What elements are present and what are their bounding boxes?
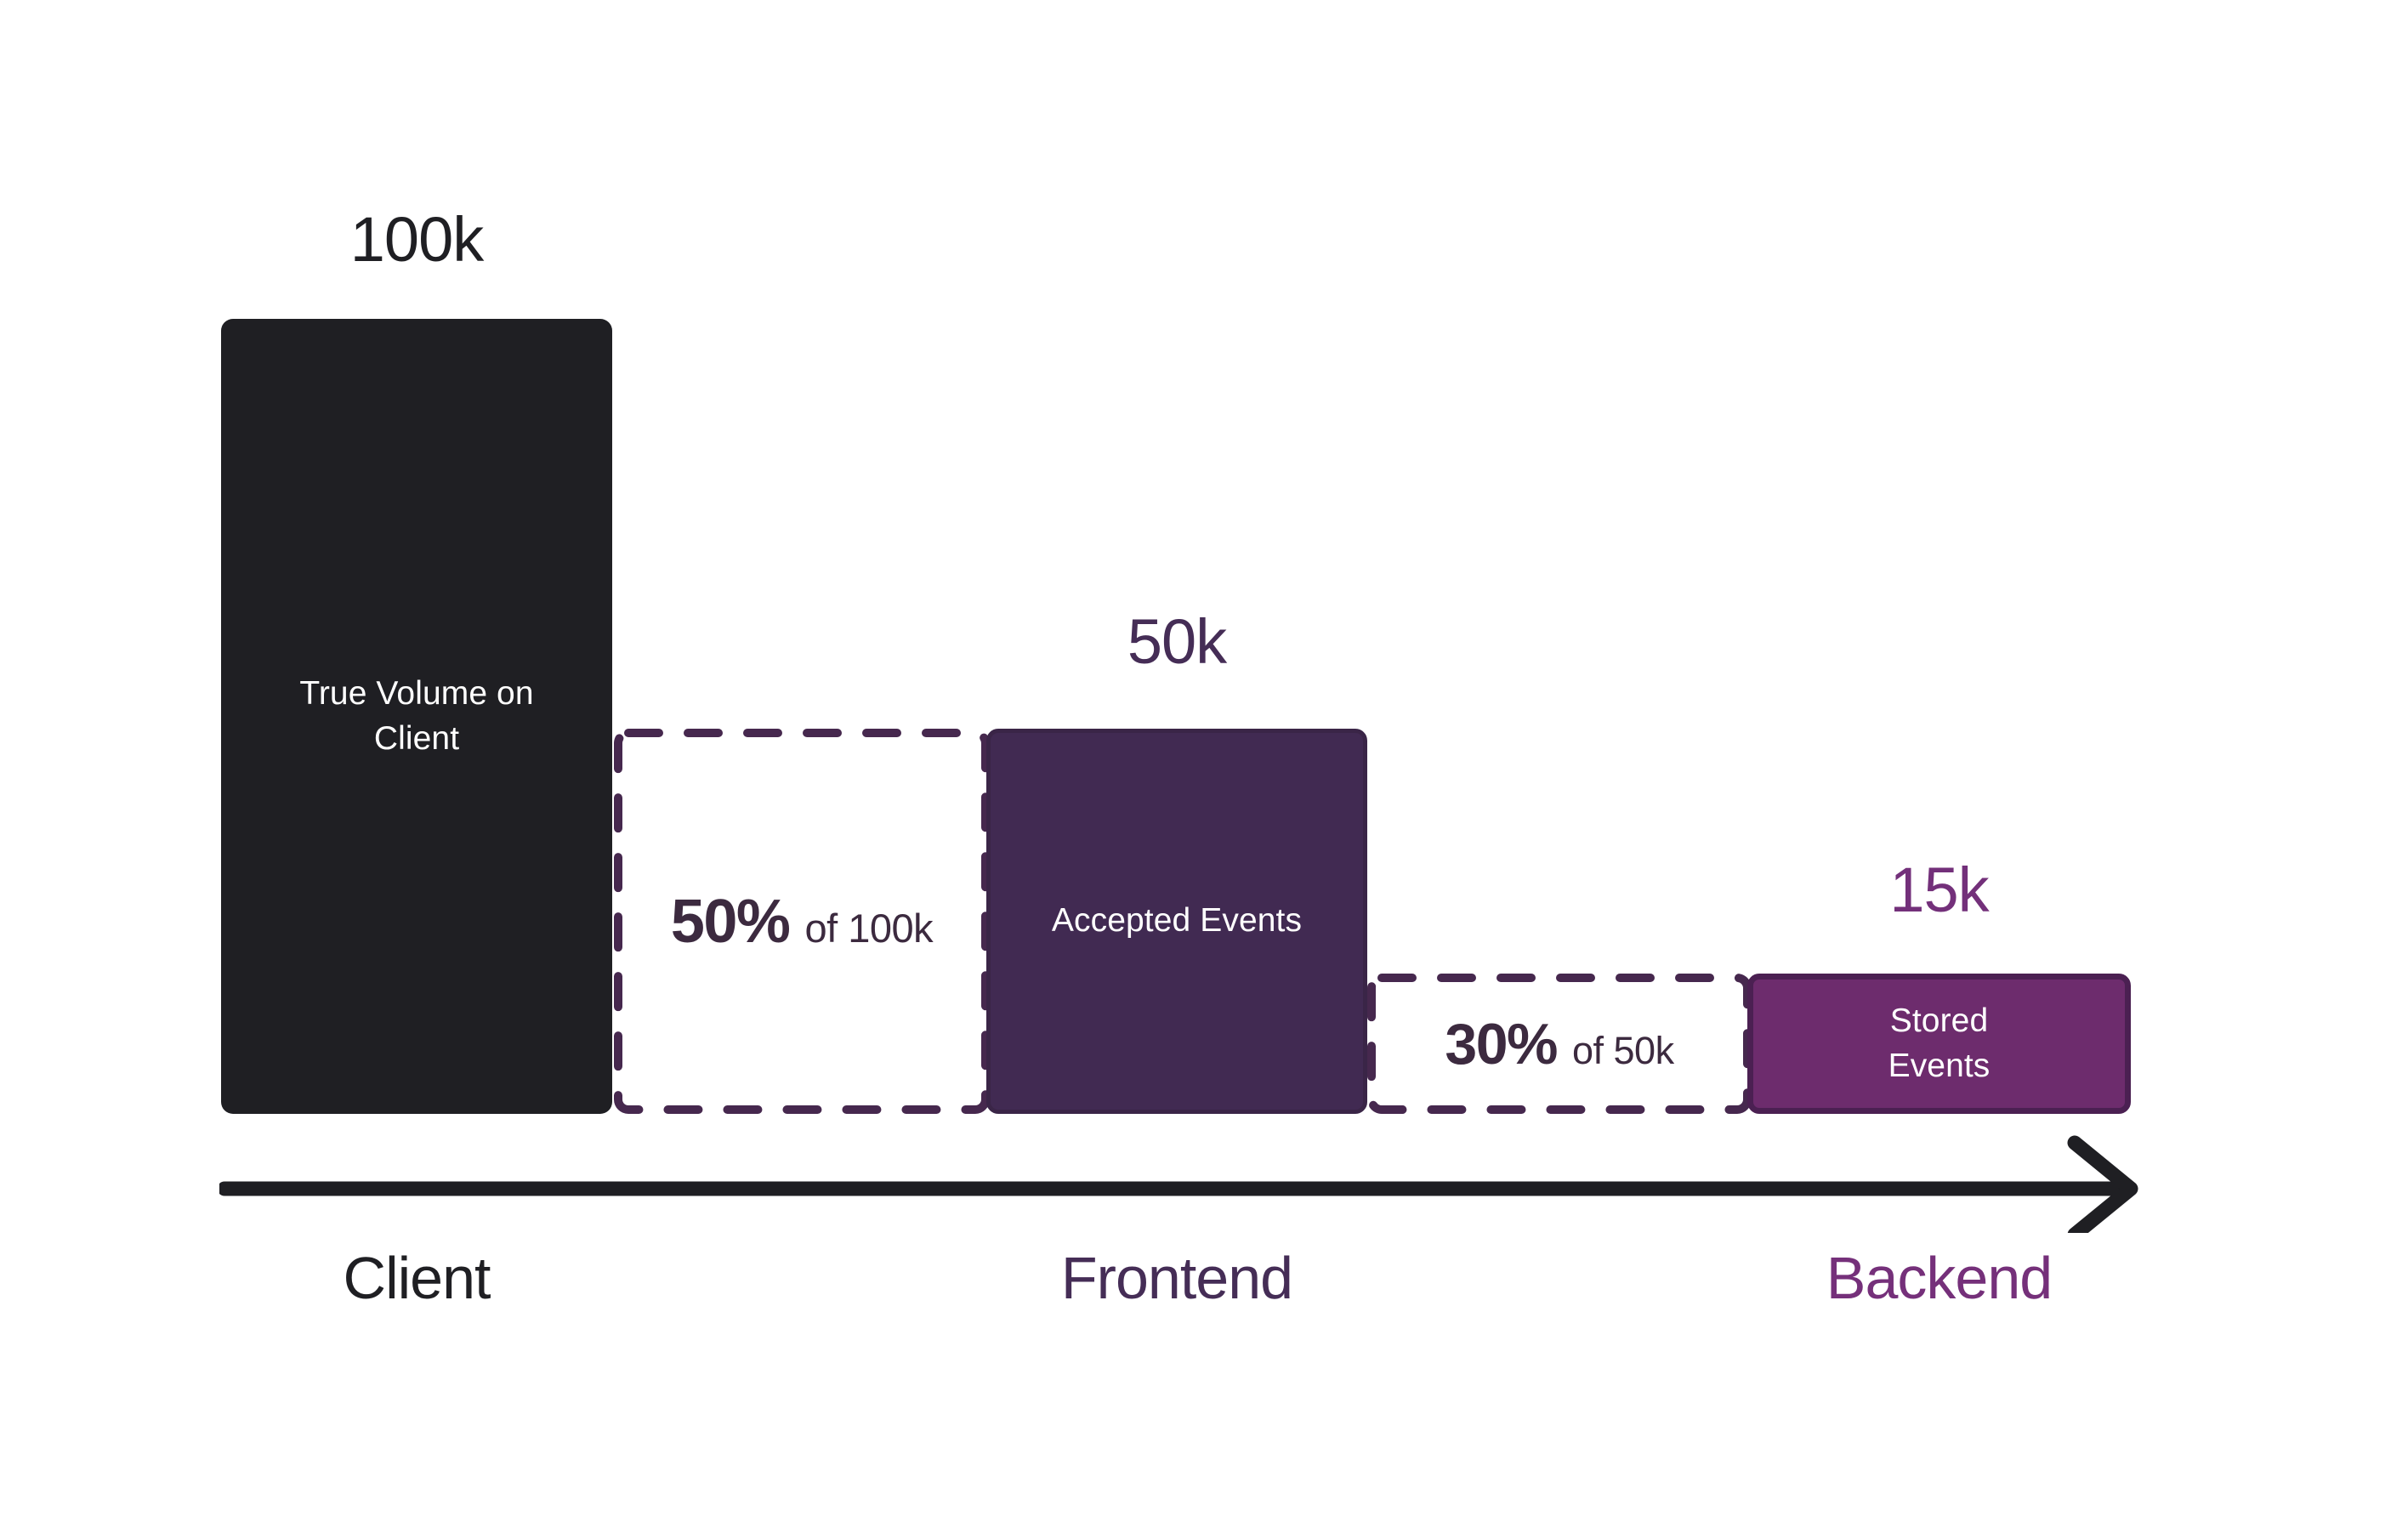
dropoff-box-client-to-frontend: 50% of 100k <box>614 729 990 1114</box>
dashed-border-outline <box>614 729 990 1114</box>
dropoff-percent-value: 50% <box>670 887 791 956</box>
dropoff-ratio-frontend-to-backend: 30% of 50k <box>1445 1011 1674 1076</box>
bar-label-backend-line1: Stored <box>1889 1002 1989 1039</box>
dropoff-percent-basis: of 100k <box>804 905 934 951</box>
bar-label-frontend: Accepted Events <box>1051 902 1303 940</box>
bar-frontend: Accepted Events <box>986 729 1367 1114</box>
value-label-frontend: 50k <box>1127 606 1227 677</box>
bar-backend: Stored Events <box>1747 974 2131 1114</box>
bar-label-backend-line2: Events <box>1888 1047 1991 1084</box>
stage-label-client: Client <box>343 1245 491 1311</box>
stage-label-backend: Backend <box>1826 1245 2053 1311</box>
bar-label-backend: Stored Events <box>1834 999 2045 1088</box>
dropoff-box-frontend-to-backend: 30% of 50k <box>1367 974 1752 1114</box>
stage-label-frontend: Frontend <box>1060 1245 1293 1311</box>
value-label-backend: 15k <box>1889 855 1989 925</box>
bar-label-client: True Volume on Client <box>299 674 534 757</box>
value-label-client: 100k <box>349 204 484 275</box>
axis-arrow-line <box>219 1135 2138 1233</box>
dropoff-percent-basis: of 50k <box>1572 1028 1674 1072</box>
bar-client: True Volume on Client <box>221 319 612 1114</box>
arrow-right-icon <box>2067 1135 2138 1233</box>
dropoff-percent-value: 30% <box>1445 1011 1558 1076</box>
dropoff-ratio-client-to-frontend: 50% of 100k <box>670 887 934 956</box>
